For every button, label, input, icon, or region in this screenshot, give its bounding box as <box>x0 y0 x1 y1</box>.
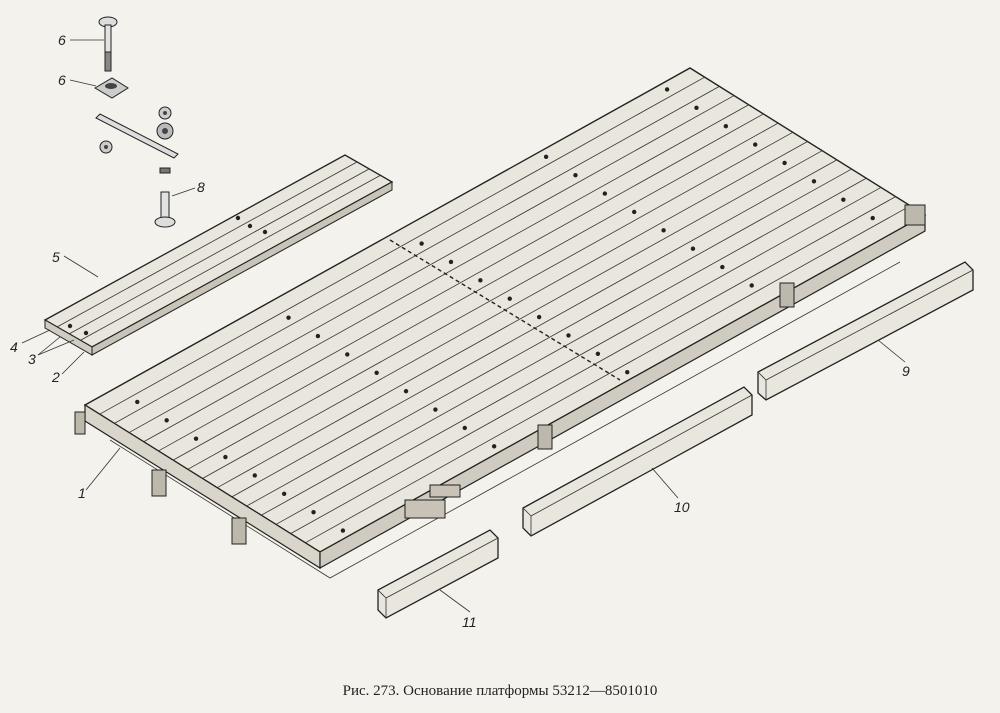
bolt-hole <box>536 314 542 320</box>
bolt-hole <box>595 351 601 356</box>
floor-board-edge <box>290 196 896 534</box>
floor-board-edge <box>143 104 749 443</box>
bolt-hole <box>281 491 287 497</box>
nut <box>99 106 174 154</box>
figure-caption: Рис. 273. Основание платформы 53212—8501… <box>343 683 658 699</box>
strip-bar <box>95 113 179 159</box>
bolt-hole <box>448 259 454 265</box>
floor-board-edge <box>187 131 794 470</box>
floor-board-edge <box>246 168 852 507</box>
bolt-hole <box>403 388 409 394</box>
bolt-hole <box>164 418 169 423</box>
square-washer <box>94 77 129 99</box>
bolt-hole <box>749 283 754 288</box>
bolt-hole <box>286 315 291 320</box>
floor-board-edge <box>114 86 720 424</box>
callout-labels: 6 6 8 5 4 3 2 1 9 10 11 <box>10 32 910 630</box>
floor-board-edge <box>275 187 882 525</box>
callout-5: 5 <box>52 249 60 265</box>
bolt-hole <box>664 87 670 92</box>
callout-11: 11 <box>462 614 477 630</box>
frame-bracket <box>74 204 926 545</box>
floor-board-edge <box>128 95 735 433</box>
bolt-hole <box>478 278 483 283</box>
bolt-hole <box>811 179 817 184</box>
bolt-hole <box>720 264 725 270</box>
beam-11 <box>377 529 499 619</box>
bolt-hole <box>419 241 424 246</box>
bolt-hole <box>694 105 699 111</box>
callout-4: 4 <box>10 339 18 355</box>
detached-board <box>43 154 394 356</box>
bolt-hole <box>345 352 350 357</box>
floor-board-edge <box>158 113 764 452</box>
bolt-hole <box>433 407 438 412</box>
callout-7: 6 <box>58 32 66 48</box>
platform-floor <box>74 67 927 579</box>
bolt-hole <box>507 296 512 301</box>
bolt-hole <box>315 333 321 339</box>
bolt-hole <box>340 528 346 533</box>
bolt-hole <box>723 123 729 129</box>
bolt-hole <box>462 425 467 431</box>
bolt-hole <box>753 142 758 147</box>
callout-8: 8 <box>197 179 205 195</box>
bolt-hole <box>311 509 316 515</box>
bolt-hole <box>632 209 637 215</box>
floor-board-edge <box>216 150 823 489</box>
bolt-short <box>154 167 176 228</box>
floor-board-edge <box>305 205 911 544</box>
bolt-hole <box>661 228 666 233</box>
floor-board-edge <box>261 177 867 516</box>
bolt-hole <box>573 173 578 178</box>
callout-10: 10 <box>674 499 690 515</box>
bolt-hole <box>374 370 379 376</box>
beam-10 <box>522 386 753 537</box>
bolt-hole <box>223 454 228 460</box>
callout-9: 9 <box>902 363 910 379</box>
callout-6: 6 <box>58 72 66 88</box>
bolt-hole <box>566 333 571 338</box>
bolt-hole <box>543 154 549 160</box>
bolt-hole <box>252 473 257 478</box>
callout-2: 2 <box>51 369 60 385</box>
bolt-hole <box>870 215 875 221</box>
bolt-hole <box>193 436 199 441</box>
beam-9 <box>757 261 974 401</box>
leader-lines <box>21 39 906 613</box>
bolt-hole <box>602 191 608 196</box>
bolt-hole <box>625 369 630 375</box>
callout-1: 1 <box>78 485 86 501</box>
bolt-hole <box>841 197 846 202</box>
bolt-hole <box>491 444 497 449</box>
bolt-hole <box>690 246 696 251</box>
floor-board-edge <box>99 76 705 415</box>
bolt <box>98 16 118 72</box>
callout-3: 3 <box>28 351 36 367</box>
bolt-hole <box>135 399 140 405</box>
bolt-hole <box>782 160 787 166</box>
